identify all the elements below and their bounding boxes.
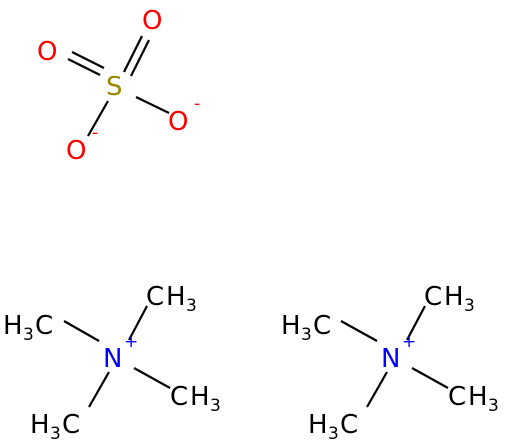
svg-text:C: C (35, 311, 53, 341)
svg-text:H: H (308, 410, 328, 440)
methyl-left: H 3 C (281, 311, 331, 345)
tetramethylammonium-cation-1: N + C H 3 H 3 C C H 3 H 3 C (3, 282, 221, 443)
bond-s-o-top-double (123, 35, 150, 77)
methyl-right: C H 3 (170, 382, 221, 416)
bond-n-ch3-top (406, 305, 426, 341)
bond-s-o-left-double (67, 51, 105, 76)
bond-n-ch3-top (128, 305, 148, 341)
svg-text:3: 3 (301, 325, 312, 345)
svg-text:3: 3 (50, 424, 61, 443)
svg-text:C: C (146, 282, 164, 312)
svg-text:H: H (166, 282, 186, 312)
svg-text:H: H (281, 311, 301, 341)
svg-text:H: H (3, 311, 23, 341)
charge-nitrogen: + (124, 332, 138, 352)
atom-oxygen-top: O (142, 6, 162, 36)
atom-oxygen-left: O (37, 37, 57, 67)
bond-n-ch3-right (133, 367, 171, 389)
methyl-top: C H 3 (424, 282, 475, 316)
charge-oxygen-right: - (194, 94, 200, 114)
sulfate-anion: S O O O - O - (37, 6, 200, 166)
methyl-bottom: H 3 C (30, 410, 80, 443)
charge-nitrogen: + (402, 332, 416, 352)
atom-nitrogen: N (103, 344, 122, 374)
svg-text:C: C (424, 282, 442, 312)
bond-n-ch3-bottom (366, 371, 388, 408)
svg-text:3: 3 (464, 296, 475, 316)
svg-text:C: C (340, 410, 358, 440)
bond-n-ch3-bottom (88, 371, 110, 408)
bond-n-ch3-right (411, 367, 449, 389)
bond-s-o-right (135, 96, 170, 114)
svg-text:H: H (468, 382, 488, 412)
svg-text:C: C (170, 382, 188, 412)
tetramethylammonium-cation-2: N + C H 3 H 3 C C H 3 H 3 C (281, 282, 499, 443)
charge-oxygen-bottom: - (92, 123, 98, 143)
svg-text:C: C (62, 410, 80, 440)
atom-oxygen-bottom: O (66, 136, 86, 166)
svg-text:3: 3 (23, 325, 34, 345)
bond-s-o-bottom (87, 100, 109, 137)
methyl-top: C H 3 (146, 282, 197, 316)
methyl-left: H 3 C (3, 311, 53, 345)
svg-text:H: H (190, 382, 210, 412)
methyl-bottom: H 3 C (308, 410, 358, 443)
svg-text:C: C (313, 311, 331, 341)
bond-n-ch3-left (340, 320, 378, 342)
methyl-right: C H 3 (448, 382, 499, 416)
atom-oxygen-right: O (168, 107, 188, 137)
svg-text:H: H (30, 410, 50, 440)
svg-text:3: 3 (210, 396, 221, 416)
svg-text:3: 3 (186, 296, 197, 316)
svg-text:3: 3 (488, 396, 499, 416)
bond-n-ch3-left (63, 320, 100, 342)
atom-sulfur: S (106, 72, 123, 102)
svg-text:H: H (444, 282, 464, 312)
svg-text:3: 3 (328, 424, 339, 443)
svg-text:C: C (448, 382, 466, 412)
atom-nitrogen: N (381, 344, 400, 374)
